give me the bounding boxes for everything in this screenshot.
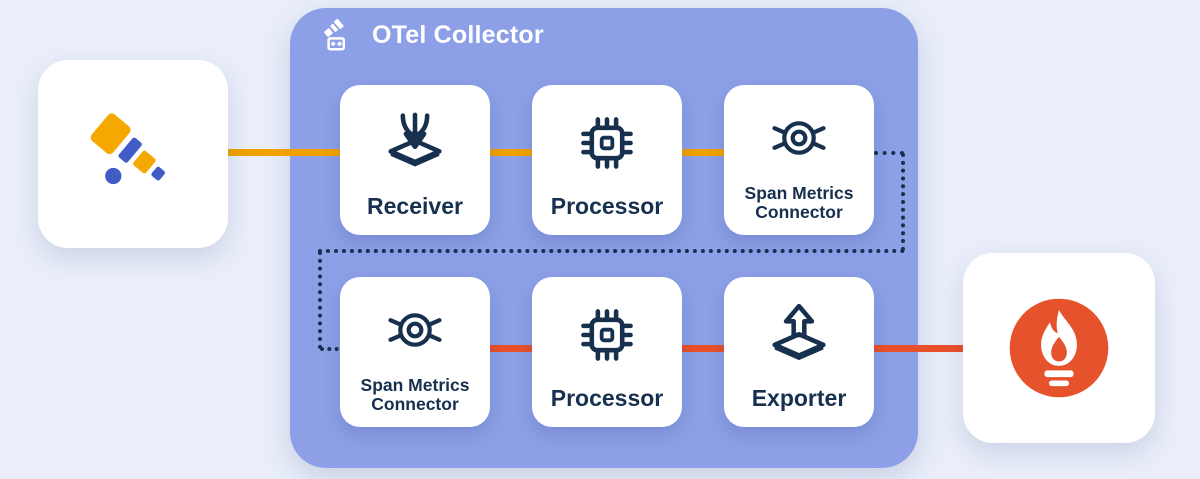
prometheus-logo-icon (1003, 292, 1115, 404)
trace-pipeline-line (225, 149, 800, 156)
collector-icon (316, 14, 358, 56)
collector-header: OTel Collector (316, 14, 544, 56)
node-card-span-metrics-connector: Span Metrics Connector (340, 277, 490, 427)
node-label: Exporter (751, 384, 847, 411)
node-card-receiver: Receiver (340, 85, 490, 235)
metrics-pipeline-line (418, 345, 965, 352)
processor-icon (569, 277, 645, 386)
node-card-span-metrics-connector: Span Metrics Connector (724, 85, 874, 235)
node-label: Processor (550, 384, 664, 411)
node-card-exporter: Exporter (724, 277, 874, 427)
node-card-processor: Processor (532, 277, 682, 427)
node-card-processor: Processor (532, 85, 682, 235)
connector-dotted-segment (901, 153, 905, 251)
collector-title: OTel Collector (372, 20, 544, 49)
node-label: Receiver (367, 192, 463, 219)
node-label: Processor (550, 192, 664, 219)
connector-dotted-segment (874, 151, 904, 155)
span-metrics-connector-icon (380, 277, 450, 376)
processor-icon (569, 85, 645, 194)
opentelemetry-logo-icon (75, 96, 191, 212)
node-label: Span Metrics Connector (360, 374, 470, 414)
exporter-icon (761, 277, 837, 386)
opentelemetry-source-card (38, 60, 228, 248)
connector-dotted-segment (320, 347, 346, 351)
span-metrics-connector-icon (764, 85, 834, 184)
node-label: Span Metrics Connector (744, 182, 854, 222)
prometheus-destination-card (963, 253, 1155, 443)
connector-dotted-segment (318, 249, 905, 253)
receiver-icon (377, 85, 453, 194)
connector-dotted-segment (318, 251, 322, 349)
